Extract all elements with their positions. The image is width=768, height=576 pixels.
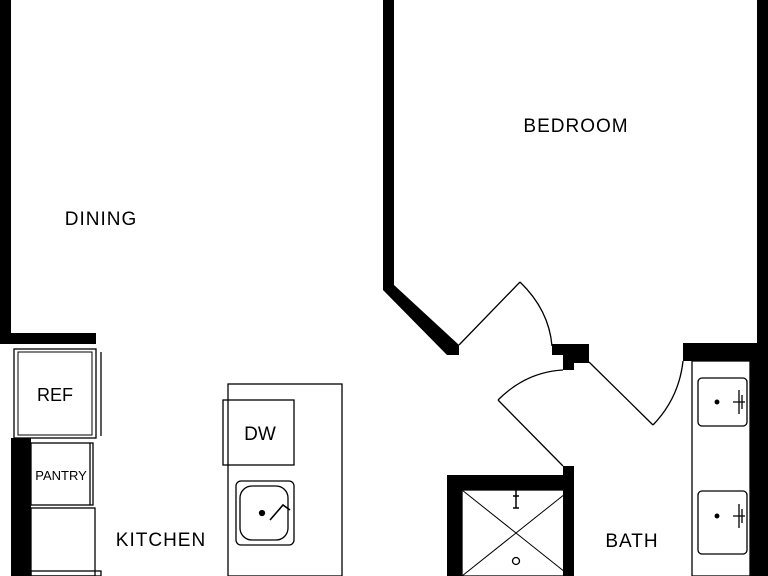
wall-kitchen-top [0, 333, 96, 344]
wall-left-dining [0, 0, 11, 333]
wall-bath-stub [563, 466, 574, 576]
bath-fixtures [461, 360, 751, 576]
room-label-bedroom: BEDROOM [523, 116, 628, 137]
vanity-sink-bottom-drain [714, 513, 720, 519]
shower-diagonal-2 [461, 489, 571, 576]
dishwasher [222, 399, 295, 466]
kitchen-sink-drain [258, 509, 266, 517]
kitchen-fixtures [13, 348, 343, 576]
fixture-label-dw: DW [244, 424, 276, 445]
refrigerator-inner [17, 351, 93, 436]
room-label-dining: DINING [65, 209, 138, 230]
wall-bath-top-right [683, 343, 768, 361]
wall-shower-top [447, 475, 574, 490]
wall-bedroom-left [383, 0, 394, 290]
wall-bedroom-door-jamb [552, 344, 589, 370]
bath-door [497, 369, 564, 467]
room-label-kitchen: KITCHEN [116, 530, 206, 551]
shower-head [513, 490, 519, 509]
kitchen-sink-inner [239, 485, 289, 541]
room-labels: DINING BEDROOM KITCHEN BATH [65, 116, 658, 552]
vanity-sink-bottom [697, 490, 748, 555]
bedroom-door [458, 281, 553, 347]
vanity-sink-top-faucet [733, 390, 745, 414]
vanity-counter [691, 360, 751, 576]
kitchen-faucet [269, 503, 291, 521]
vanity-sink-bottom-faucet [733, 504, 745, 528]
closet-door [588, 360, 684, 426]
wall-bedroom-angled [383, 285, 459, 355]
shower-drain [511, 556, 521, 566]
wall-shower-left [447, 475, 462, 576]
doors [458, 281, 684, 467]
fixture-labels: REF PANTRY DW [35, 385, 276, 483]
lower-cabinet [30, 507, 96, 576]
pantry [30, 442, 94, 506]
wall-bedroom-right [757, 0, 768, 345]
vanity-sink-top [697, 377, 748, 427]
vanity-sink-top-drain [714, 399, 720, 405]
kitchen-sink-outer [235, 480, 295, 546]
room-label-bath: BATH [605, 531, 658, 552]
wall-left-kitchen [11, 438, 31, 576]
kitchen-island [227, 383, 343, 576]
fixture-label-ref: REF [37, 385, 73, 405]
fixture-label-pantry: PANTRY [35, 468, 87, 483]
wall-bath-right [750, 343, 768, 576]
cabinet-bottom [30, 570, 102, 576]
refrigerator [13, 348, 97, 439]
